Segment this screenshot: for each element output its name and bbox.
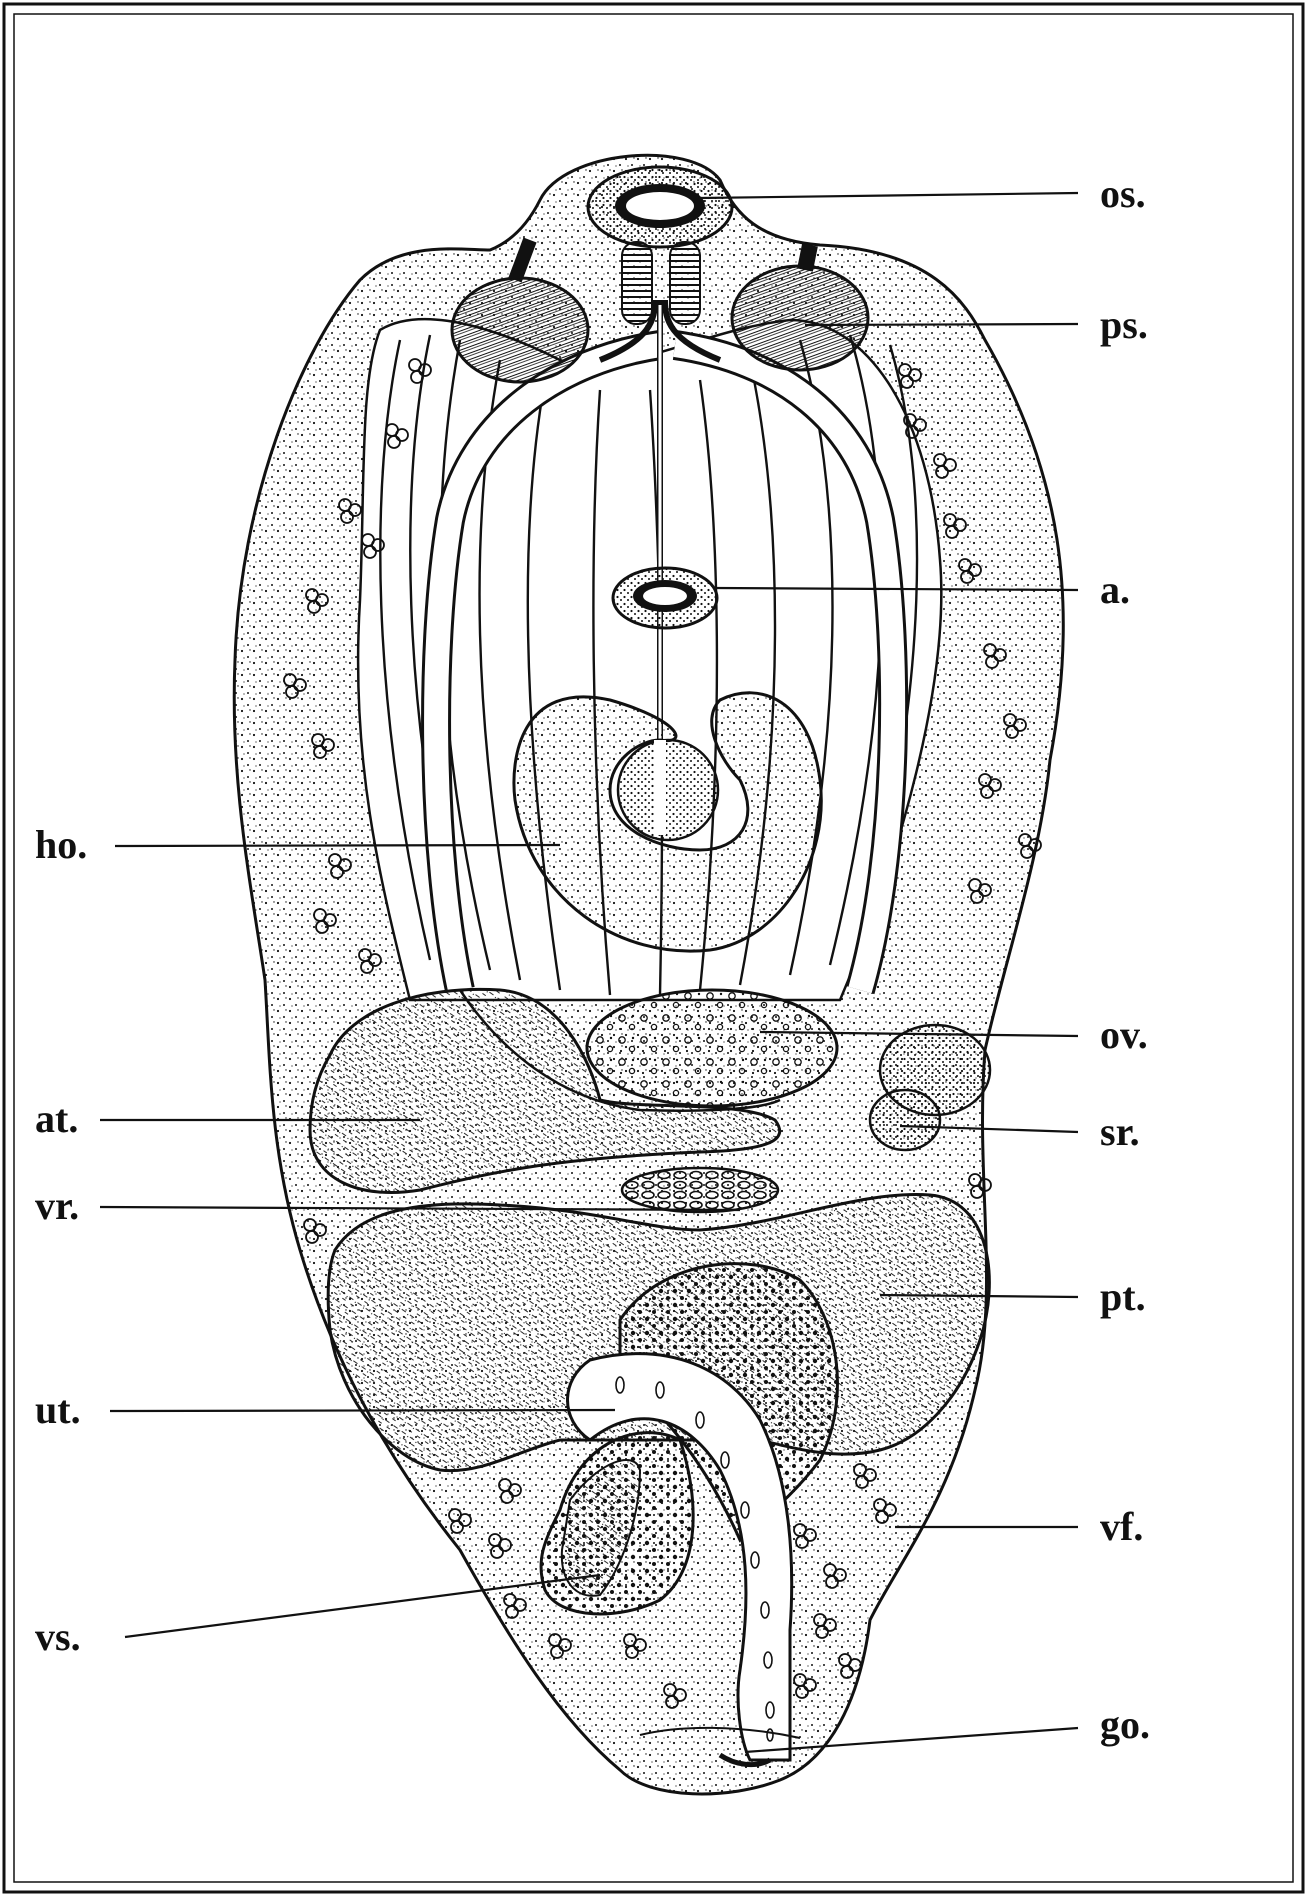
label-a: a.: [1100, 567, 1130, 612]
leader-ho: [115, 845, 560, 846]
leader-os: [700, 193, 1078, 198]
leader-ut: [110, 1410, 615, 1411]
acetabulum: [613, 568, 717, 628]
label-ho: ho.: [35, 822, 87, 867]
oral-sucker: [588, 167, 732, 247]
label-ut: ut.: [35, 1387, 81, 1432]
label-os: os.: [1100, 171, 1146, 216]
ovary: [587, 990, 837, 1106]
label-vr: vr.: [35, 1183, 79, 1228]
label-vs: vs.: [35, 1614, 81, 1659]
pharynx-right: [670, 242, 700, 324]
pharynx-left: [622, 242, 652, 324]
label-sr: sr.: [1100, 1109, 1140, 1154]
leader-ps: [805, 324, 1078, 325]
vitelline-reservoir: [622, 1168, 778, 1212]
label-go: go.: [1100, 1702, 1150, 1747]
label-vf: vf.: [1100, 1504, 1143, 1549]
label-ov: ov.: [1100, 1012, 1148, 1057]
label-ps: ps.: [1100, 302, 1148, 347]
label-pt: pt.: [1100, 1274, 1146, 1319]
label-at: at.: [35, 1096, 78, 1141]
